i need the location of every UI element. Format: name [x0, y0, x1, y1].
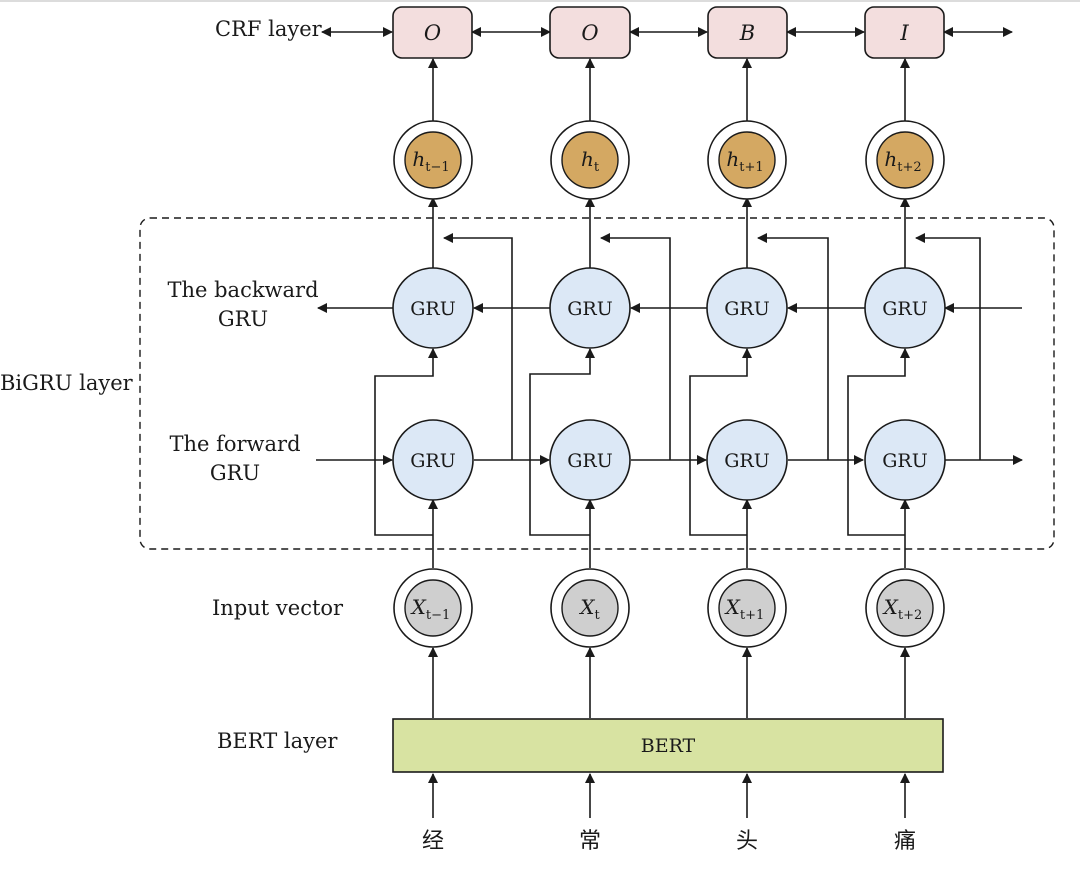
input-vector-label: Input vector	[212, 596, 344, 620]
backward-gru-label-line1: The backward	[167, 278, 318, 302]
crf-tag-label: O	[581, 21, 598, 45]
hidden-state-node-2: ht	[550, 120, 630, 200]
input-subscript: t−1	[426, 608, 450, 623]
svg-text:ht+2: ht+2	[884, 147, 921, 175]
gru-label: GRU	[567, 298, 613, 320]
backward-gru-cell-2: GRU	[549, 267, 631, 349]
crf-tag-label: B	[739, 21, 755, 45]
gru-label: GRU	[724, 450, 770, 472]
gru-label: GRU	[567, 450, 613, 472]
input-vector-node-3: Xt+1	[707, 568, 787, 648]
bigru-layer-label: BiGRU layer	[0, 371, 134, 395]
bert-box: BERT	[392, 718, 944, 773]
forward-gru-label-line2: GRU	[210, 461, 260, 485]
input-symbol: X	[882, 595, 899, 619]
input-symbol: X	[578, 595, 595, 619]
forward-gru-cell-2: GRU	[549, 419, 631, 501]
hidden-state-symbol: h	[884, 147, 897, 171]
backward-gru-label-line2: GRU	[218, 307, 268, 331]
crf-tag-label: I	[899, 21, 909, 45]
crf-tag-O-2: O	[549, 6, 631, 59]
input-token-4: 痛	[894, 829, 916, 854]
forward-gru-cell-1: GRU	[392, 419, 474, 501]
input-vector-node-1: Xt−1	[393, 568, 473, 648]
input-vector-node-4: Xt+2	[865, 568, 945, 648]
hidden-state-node-1: ht−1	[393, 120, 473, 200]
input-vector-node-2: Xt	[550, 568, 630, 648]
input-subscript: t	[595, 608, 601, 623]
skip-connections	[374, 233, 981, 536]
svg-text:ht: ht	[581, 147, 600, 175]
svg-text:Xt: Xt	[578, 595, 600, 623]
hidden-state-symbol: h	[581, 147, 594, 171]
hidden-state-node-4: ht+2	[865, 120, 945, 200]
backward-gru-cell-3: GRU	[706, 267, 788, 349]
svg-text:ht−1: ht−1	[412, 147, 449, 175]
input-subscript: t+1	[740, 608, 764, 623]
svg-text:Xt−1: Xt−1	[410, 595, 451, 623]
hidden-state-symbol: h	[726, 147, 739, 171]
input-token-2: 常	[579, 829, 601, 854]
svg-text:Xt+1: Xt+1	[724, 595, 765, 623]
crf-tag-O-1: O	[392, 6, 473, 59]
input-symbol: X	[724, 595, 741, 619]
gru-label: GRU	[882, 298, 928, 320]
vertical-arrows	[428, 58, 910, 818]
svg-text:ht+1: ht+1	[726, 147, 763, 175]
backward-gru-cell-1: GRU	[392, 267, 474, 349]
bert-layer-label: BERT layer	[217, 729, 338, 753]
hidden-state-node-3: ht+1	[707, 120, 787, 200]
input-subscript: t+2	[898, 608, 922, 623]
crf-layer-label: CRF layer	[215, 17, 323, 41]
hidden-state-subscript: t	[594, 160, 600, 175]
backward-gru-cell-4: GRU	[864, 267, 946, 349]
hidden-state-subscript: t+2	[897, 160, 921, 175]
crf-tag-B: B	[707, 6, 788, 59]
forward-gru-cell-4: GRU	[864, 419, 946, 501]
forward-gru-label-line1: The forward	[169, 432, 300, 456]
hidden-state-symbol: h	[412, 147, 425, 171]
svg-text:Xt+2: Xt+2	[882, 595, 923, 623]
forward-gru-cell-3: GRU	[706, 419, 788, 501]
gru-label: GRU	[724, 298, 770, 320]
crf-tag-I: I	[864, 6, 945, 59]
hidden-state-subscript: t+1	[739, 160, 763, 175]
bert-box-label: BERT	[641, 735, 696, 757]
input-symbol: X	[410, 595, 427, 619]
bigru-layer-frame	[139, 217, 1055, 550]
hidden-state-subscript: t−1	[425, 160, 449, 175]
gru-label: GRU	[410, 298, 456, 320]
input-token-3: 头	[736, 829, 758, 854]
gru-label: GRU	[410, 450, 456, 472]
crf-tag-label: O	[424, 21, 441, 45]
top-border	[0, 0, 1080, 2]
input-token-1: 经	[422, 829, 444, 854]
gru-label: GRU	[882, 450, 928, 472]
